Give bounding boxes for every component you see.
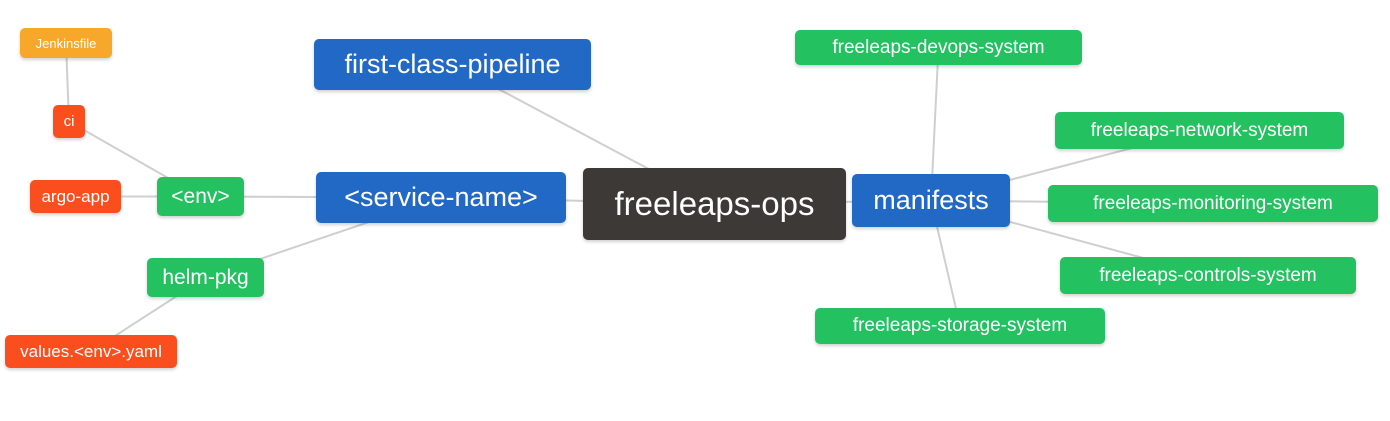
node-freeleaps-storage-system[interactable]: freeleaps-storage-system — [815, 308, 1105, 344]
node-freeleaps-network-system[interactable]: freeleaps-network-system — [1055, 112, 1344, 149]
node-jenkinsfile[interactable]: Jenkinsfile — [20, 28, 112, 58]
node-label: manifests — [873, 185, 989, 215]
node-label: first-class-pipeline — [344, 49, 561, 79]
node-label: freeleaps-ops — [614, 185, 815, 222]
node-label: values.<env>.yaml — [20, 341, 162, 361]
node-freeleaps-ops[interactable]: freeleaps-ops — [583, 168, 846, 240]
node-label: freeleaps-devops-system — [832, 36, 1045, 58]
node-label: freeleaps-network-system — [1090, 119, 1309, 141]
node-label: freeleaps-monitoring-system — [1093, 192, 1333, 214]
node-service-name[interactable]: <service-name> — [316, 172, 566, 223]
node-argo-app[interactable]: argo-app — [30, 180, 121, 213]
node-freeleaps-devops-system[interactable]: freeleaps-devops-system — [795, 30, 1082, 65]
node-env[interactable]: <env> — [157, 177, 244, 216]
node-label: freeleaps-controls-system — [1099, 264, 1317, 286]
node-helm-pkg[interactable]: helm-pkg — [147, 258, 264, 297]
node-freeleaps-monitoring-system[interactable]: freeleaps-monitoring-system — [1048, 185, 1378, 222]
node-label: Jenkinsfile — [35, 35, 97, 51]
node-label: ci — [63, 113, 75, 130]
node-ci[interactable]: ci — [53, 105, 85, 138]
node-manifests[interactable]: manifests — [852, 174, 1010, 227]
node-label: freeleaps-storage-system — [852, 315, 1068, 336]
node-label: argo-app — [41, 186, 110, 206]
node-freeleaps-controls-system[interactable]: freeleaps-controls-system — [1060, 257, 1356, 294]
node-label: <service-name> — [344, 182, 538, 212]
node-label: <env> — [171, 184, 230, 208]
node-values-env-yaml[interactable]: values.<env>.yaml — [5, 335, 177, 368]
node-first-class-pipeline[interactable]: first-class-pipeline — [314, 39, 591, 90]
node-label: helm-pkg — [162, 265, 249, 289]
